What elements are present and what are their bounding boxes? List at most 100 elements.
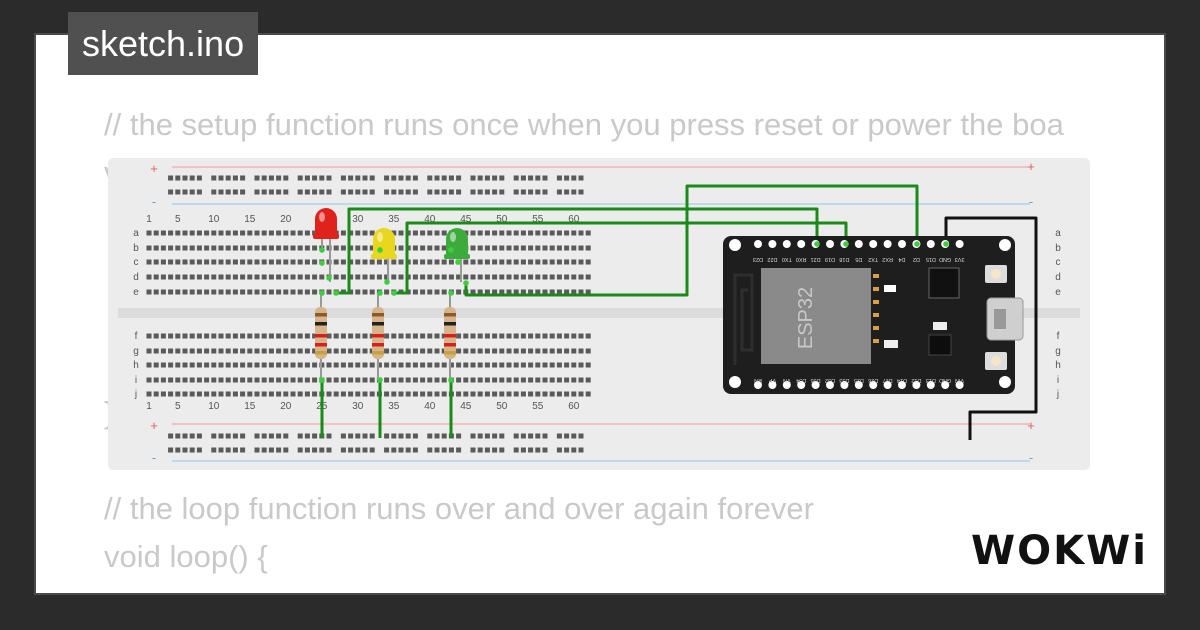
terminal-hole xyxy=(153,230,159,236)
terminal-hole xyxy=(160,230,166,236)
terminal-hole xyxy=(484,391,490,397)
rail-hole xyxy=(326,189,332,195)
rail-hole xyxy=(448,175,454,181)
rail-sign: - xyxy=(152,194,156,209)
terminal-hole xyxy=(196,333,202,339)
connection-dot xyxy=(843,241,849,247)
pin-label: D32 xyxy=(825,377,835,383)
terminal-hole xyxy=(492,377,498,383)
terminal-hole xyxy=(189,274,195,280)
rail-hole xyxy=(412,175,418,181)
pin-label: D18 xyxy=(839,256,849,262)
terminal-hole xyxy=(189,377,195,383)
terminal-hole xyxy=(204,348,210,354)
column-number: 35 xyxy=(388,401,400,412)
terminal-hole xyxy=(564,259,570,265)
terminal-hole xyxy=(204,259,210,265)
terminal-hole xyxy=(564,333,570,339)
pin-label: RX0 xyxy=(796,256,807,262)
rail-hole xyxy=(175,175,181,181)
terminal-hole xyxy=(304,333,310,339)
terminal-hole xyxy=(477,259,483,265)
terminal-hole xyxy=(247,362,253,368)
terminal-hole xyxy=(506,245,512,251)
connection-dot xyxy=(448,377,454,383)
rail-hole xyxy=(340,175,346,181)
terminal-hole xyxy=(420,230,426,236)
terminal-hole xyxy=(276,348,282,354)
terminal-hole xyxy=(153,391,159,397)
rail-hole xyxy=(218,433,224,439)
column-number: 30 xyxy=(352,401,364,412)
terminal-hole xyxy=(297,245,303,251)
rail-hole xyxy=(355,447,361,453)
terminal-hole xyxy=(384,362,390,368)
rail-hole xyxy=(362,189,368,195)
pin-label: D25 xyxy=(854,377,864,383)
terminal-hole xyxy=(254,377,260,383)
connection-dot xyxy=(319,260,325,266)
pin-label: D14 xyxy=(897,377,907,383)
terminal-hole xyxy=(499,245,505,251)
terminal-hole xyxy=(232,289,238,295)
terminal-hole xyxy=(261,259,267,265)
terminal-hole xyxy=(549,289,555,295)
row-letter: b xyxy=(1055,243,1061,254)
terminal-hole xyxy=(571,289,577,295)
terminal-hole xyxy=(528,362,534,368)
terminal-hole xyxy=(506,362,512,368)
rail-hole xyxy=(384,189,390,195)
rail-hole xyxy=(268,447,274,453)
terminal-hole xyxy=(376,259,382,265)
terminal-hole xyxy=(218,259,224,265)
terminal-hole xyxy=(160,259,166,265)
terminal-hole xyxy=(168,245,174,251)
terminal-hole xyxy=(153,348,159,354)
terminal-hole xyxy=(297,377,303,383)
rail-hole xyxy=(340,433,346,439)
terminal-hole xyxy=(463,348,469,354)
terminal-hole xyxy=(528,377,534,383)
terminal-hole xyxy=(484,274,490,280)
terminal-hole xyxy=(175,230,181,236)
terminal-hole xyxy=(535,348,541,354)
terminal-hole xyxy=(333,245,339,251)
terminal-hole xyxy=(477,348,483,354)
resistor-band xyxy=(372,343,384,347)
rail-hole xyxy=(240,189,246,195)
terminal-hole xyxy=(254,362,260,368)
column-number: 60 xyxy=(568,401,580,412)
terminal-hole xyxy=(304,377,310,383)
rail-hole xyxy=(571,189,577,195)
pin-label: D12 xyxy=(911,377,921,383)
terminal-hole xyxy=(520,259,526,265)
terminal-hole xyxy=(218,274,224,280)
pin-header xyxy=(854,381,863,389)
terminal-hole xyxy=(240,391,246,397)
terminal-hole xyxy=(355,362,361,368)
terminal-hole xyxy=(571,377,577,383)
rail-hole xyxy=(348,189,354,195)
terminal-hole xyxy=(420,362,426,368)
file-tab[interactable]: sketch.ino xyxy=(68,12,259,75)
terminal-hole xyxy=(348,245,354,251)
terminal-hole xyxy=(355,391,361,397)
terminal-hole xyxy=(355,348,361,354)
rail-hole xyxy=(405,175,411,181)
terminal-hole xyxy=(492,391,498,397)
rail-hole xyxy=(268,189,274,195)
column-number: 60 xyxy=(568,214,580,225)
terminal-hole xyxy=(542,230,548,236)
rail-hole xyxy=(182,433,188,439)
terminal-hole xyxy=(362,245,368,251)
rail-hole xyxy=(434,175,440,181)
row-letter: e xyxy=(133,287,139,298)
terminal-hole xyxy=(456,289,462,295)
terminal-hole xyxy=(304,289,310,295)
column-number: 30 xyxy=(352,214,364,225)
rail-hole xyxy=(441,175,447,181)
code-text: // the setup function runs once when you… xyxy=(104,35,1064,574)
terminal-hole xyxy=(556,274,562,280)
terminal-hole xyxy=(391,391,397,397)
